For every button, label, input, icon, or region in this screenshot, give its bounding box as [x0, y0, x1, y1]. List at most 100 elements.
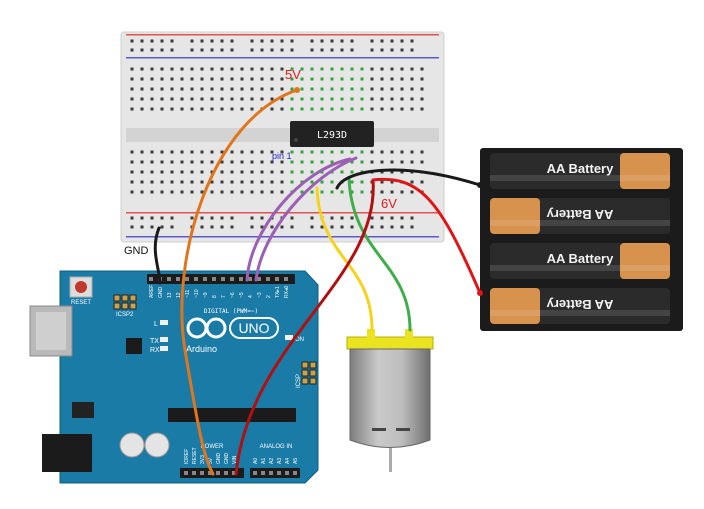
digital-pin-hole[interactable]: [221, 277, 225, 281]
power-pin-hole[interactable]: [208, 471, 212, 475]
digital-pin-hole[interactable]: [167, 277, 171, 281]
breadboard-hole: [260, 170, 264, 174]
rail-hole: [170, 225, 174, 229]
analog-pin-hole[interactable]: [293, 471, 297, 475]
breadboard-hole: [140, 160, 144, 164]
digital-pin-hole[interactable]: [149, 277, 153, 281]
breadboard-hole: [290, 107, 294, 111]
breadboard-hole: [270, 190, 274, 194]
dc-motor: [346, 329, 434, 472]
breadboard-hole: [310, 87, 314, 91]
chip-label: L293D: [317, 130, 347, 141]
breadboard-hole: [190, 67, 194, 71]
breadboard-hole: [370, 97, 374, 101]
rail-hole: [130, 225, 134, 229]
rail-hole: [370, 225, 374, 229]
digital-pin-hole[interactable]: [257, 277, 261, 281]
breadboard-hole: [290, 87, 294, 91]
rail-hole: [410, 225, 414, 229]
rail-hole: [380, 216, 384, 220]
breadboard-hole: [290, 67, 294, 71]
digital-pin-hole[interactable]: [239, 277, 243, 281]
analog-pin-label: A3: [277, 458, 283, 464]
power-pin-hole[interactable]: [232, 471, 236, 475]
cell-copper-end: [620, 243, 670, 279]
breadboard-hole: [130, 87, 134, 91]
led-on-label: ON: [295, 337, 304, 343]
voltage-regulator: [126, 338, 142, 354]
breadboard-hole: [180, 107, 184, 111]
breadboard-hole: [340, 107, 344, 111]
digital-header-label: DIGITAL (PWM=~): [204, 308, 258, 315]
rail-hole: [390, 39, 394, 43]
breadboard-hole: [210, 170, 214, 174]
breadboard-hole: [300, 170, 304, 174]
breadboard-hole: [210, 190, 214, 194]
analog-pin-hole[interactable]: [261, 471, 265, 475]
digital-pin-hole[interactable]: [284, 277, 288, 281]
digital-pin-hole[interactable]: [203, 277, 207, 281]
power-pin-hole[interactable]: [216, 471, 220, 475]
rail-hole: [320, 48, 324, 52]
chip-body: [290, 121, 374, 147]
breadboard-hole: [220, 160, 224, 164]
digital-pin-hole[interactable]: [176, 277, 180, 281]
reset-button[interactable]: [75, 281, 87, 293]
digital-pin-hole[interactable]: [275, 277, 279, 281]
cell-highlight: [490, 310, 670, 316]
rail-hole: [380, 225, 384, 229]
breadboard-hole: [130, 150, 134, 154]
breadboard-hole: [310, 67, 314, 71]
rail-hole: [400, 48, 404, 52]
power-jack: [42, 434, 92, 472]
power-pin-hole[interactable]: [184, 471, 188, 475]
breadboard-hole: [270, 180, 274, 184]
breadboard-hole: [300, 190, 304, 194]
icsp2-label: ICSP2: [116, 312, 134, 318]
rail-hole: [410, 39, 414, 43]
rail-hole: [350, 216, 354, 220]
breadboard-hole: [380, 150, 384, 154]
breadboard-hole: [380, 107, 384, 111]
breadboard-hole: [130, 180, 134, 184]
analog-pin-hole[interactable]: [253, 471, 257, 475]
rail-hole: [150, 216, 154, 220]
breadboard-hole: [390, 97, 394, 101]
breadboard-hole: [420, 87, 424, 91]
breadboard-hole: [300, 97, 304, 101]
power-pin-label: RESET: [192, 447, 198, 464]
breadboard-hole: [310, 170, 314, 174]
breadboard-hole: [400, 150, 404, 154]
analog-pin-hole[interactable]: [277, 471, 281, 475]
digital-pin-hole[interactable]: [248, 277, 252, 281]
breadboard-hole: [220, 170, 224, 174]
digital-pin-hole[interactable]: [194, 277, 198, 281]
power-pin-label: 3V3: [200, 455, 206, 464]
analog-pin-hole[interactable]: [285, 471, 289, 475]
cell-label: AA Battery: [546, 297, 613, 312]
digital-pin-hole[interactable]: [212, 277, 216, 281]
top-rail-blue-line: [126, 57, 439, 59]
breadboard-hole: [360, 160, 364, 164]
breadboard-hole: [250, 97, 254, 101]
power-pin-hole[interactable]: [200, 471, 204, 475]
digital-pin-hole[interactable]: [230, 277, 234, 281]
breadboard-hole: [190, 180, 194, 184]
breadboard-hole: [320, 170, 324, 174]
wire-purple-2: [254, 156, 358, 282]
analog-pin-label: A5: [293, 458, 299, 464]
analog-pin-hole[interactable]: [269, 471, 273, 475]
power-pin-hole[interactable]: [192, 471, 196, 475]
digital-pin-hole[interactable]: [266, 277, 270, 281]
breadboard-hole: [240, 190, 244, 194]
digital-pin-hole[interactable]: [185, 277, 189, 281]
rail-hole: [390, 225, 394, 229]
motor-terminal-right: [405, 329, 413, 338]
power-pin-hole[interactable]: [224, 471, 228, 475]
icsp-pin: [301, 369, 309, 377]
breadboard-hole: [240, 150, 244, 154]
breadboard-hole: [180, 67, 184, 71]
breadboard-hole: [420, 97, 424, 101]
breadboard-hole: [350, 170, 354, 174]
